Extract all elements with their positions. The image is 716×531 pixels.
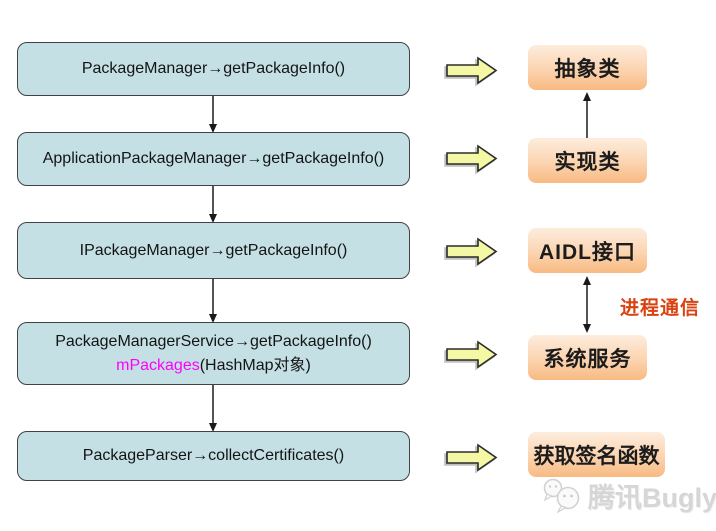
down-arrow-icon: [209, 96, 217, 133]
down-arrow-icon: [209, 186, 217, 223]
right-box-label: 抽象类: [554, 57, 621, 81]
double-headed-arrow-icon: [583, 276, 591, 333]
right-box-label: 获取签名函数: [533, 444, 660, 468]
left-box-ipackage-manager: IPackageManager→getPackageInfo(): [17, 222, 410, 279]
yellow-right-arrow-icon: [446, 144, 498, 173]
right-box-implementation-class: 实现类: [528, 138, 647, 183]
hashmap-text: (HashMap对象): [199, 356, 311, 374]
left-box-label: PackageManager→getPackageInfo(): [81, 60, 346, 78]
yellow-right-arrow-icon: [446, 237, 498, 266]
right-box-label: 实现类: [554, 150, 621, 174]
yellow-right-arrow-icon: [446, 443, 498, 472]
left-box-package-parser: PackageParser→collectCertificates(): [17, 431, 410, 481]
left-box-application-package-manager: ApplicationPackageManager→getPackageInfo…: [17, 132, 410, 186]
ipc-label: 进程通信: [620, 298, 701, 319]
watermark-brand: 腾讯Bugly: [588, 483, 716, 513]
left-box-package-manager-service: PackageManagerService→getPackageInfo() m…: [17, 322, 410, 385]
down-arrow-icon: [209, 279, 217, 323]
right-box-aidl-interface: AIDL接口: [528, 228, 647, 273]
watermark: 腾讯Bugly: [541, 476, 716, 515]
left-box-label: ApplicationPackageManager→getPackageInfo…: [42, 150, 385, 168]
down-arrow-icon: [209, 385, 217, 432]
up-arrow-icon: [583, 92, 591, 138]
right-box-label: AIDL接口: [539, 240, 636, 264]
left-box-label: PackageParser→collectCertificates(): [82, 447, 345, 465]
wechat-bubbles-icon: [543, 478, 580, 514]
left-box-label-line2: mPackages(HashMap对象): [116, 354, 311, 377]
mpackages-highlight: mPackages: [116, 356, 200, 374]
left-box-label: IPackageManager→getPackageInfo(): [79, 241, 348, 259]
left-box-label-line1: PackageManagerService→getPackageInfo(): [55, 333, 372, 351]
yellow-right-arrow-icon: [446, 56, 498, 85]
right-box-get-signature-function: 获取签名函数: [528, 432, 665, 477]
yellow-right-arrow-icon: [446, 340, 498, 369]
right-box-abstract-class: 抽象类: [528, 45, 647, 90]
right-box-system-service: 系统服务: [528, 335, 647, 380]
left-box-package-manager: PackageManager→getPackageInfo(): [17, 42, 410, 96]
right-box-label: 系统服务: [543, 347, 632, 371]
